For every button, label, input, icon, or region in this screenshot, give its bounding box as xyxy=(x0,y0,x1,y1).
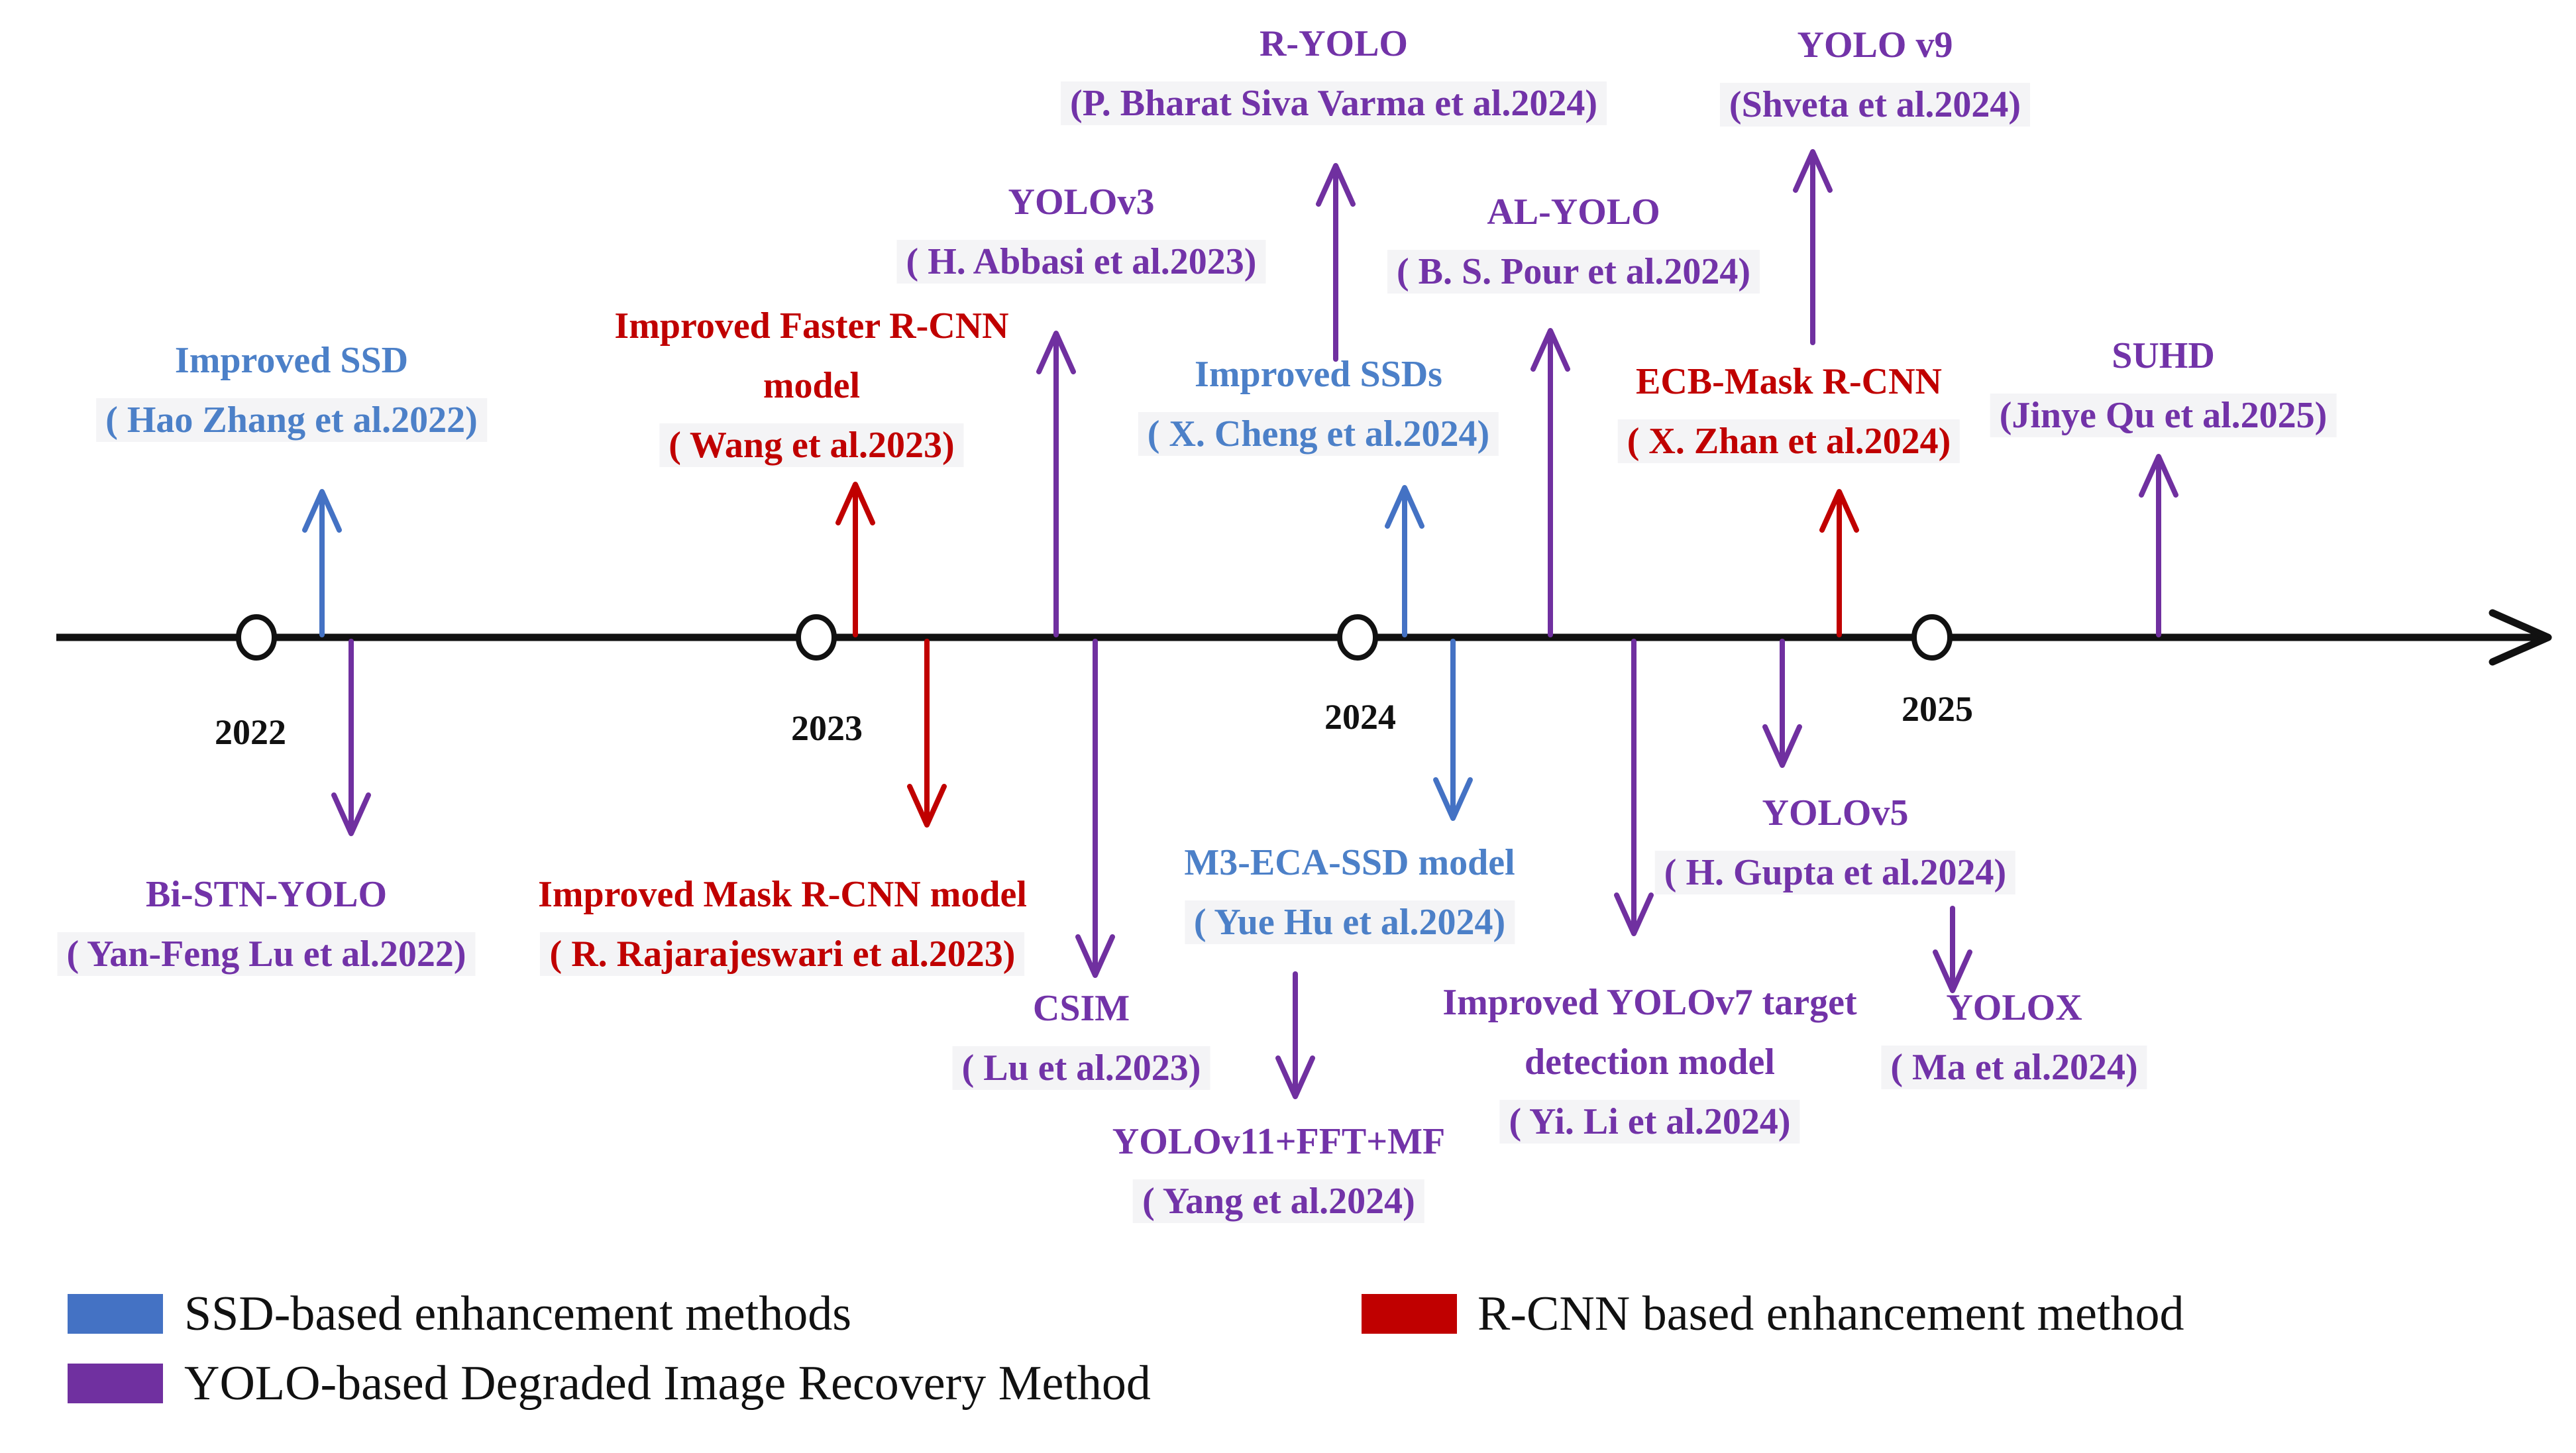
event-improved-ssds: Improved SSDs ( X. Cheng et al.2024) xyxy=(1138,345,1499,464)
legend-label-yolo: YOLO-based Degraded Image Recovery Metho… xyxy=(184,1356,1151,1411)
year-marker-2022 xyxy=(236,614,277,661)
event-citation: ( Ma et al.2024) xyxy=(1881,1038,2147,1097)
event-title: Improved Mask R-CNN model xyxy=(538,874,1027,915)
event-title: Improved SSD xyxy=(174,340,409,381)
event-citation: ( Yan-Feng Lu et al.2022) xyxy=(57,924,476,984)
event-yolox: YOLOX ( Ma et al.2024) xyxy=(1881,978,2147,1097)
arrow-yolov5-down xyxy=(1762,639,1802,768)
event-title: CSIM xyxy=(1032,988,1130,1029)
event-citation: (P. Bharat Siva Varma et al.2024) xyxy=(1061,74,1607,133)
event-citation: ( Hao Zhang et al.2022) xyxy=(96,390,487,450)
year-marker-2023 xyxy=(796,614,837,661)
arrow-improved-ssd-up xyxy=(302,489,342,637)
event-title: YOLO v9 xyxy=(1797,25,1953,66)
event-title: AL-YOLO xyxy=(1487,191,1660,233)
event-citation: ( Yue Hu et al.2024) xyxy=(1184,892,1515,952)
year-label-2025: 2025 xyxy=(1902,689,1973,729)
legend-label-ssd: SSD-based enhancement methods xyxy=(184,1287,851,1341)
legend-swatch-ssd xyxy=(68,1294,163,1334)
event-citation: ( X. Cheng et al.2024) xyxy=(1138,404,1499,464)
event-title: YOLOv3 xyxy=(1008,182,1155,223)
arrow-improved-ssds-up xyxy=(1385,485,1424,637)
event-al-yolo: AL-YOLO ( B. S. Pour et al.2024) xyxy=(1387,182,1760,301)
event-title: YOLOX xyxy=(1946,987,2082,1028)
event-citation: ( X. Zhan et al.2024) xyxy=(1617,411,1960,471)
arrow-bi-stn-yolo-down xyxy=(331,639,371,836)
event-title: Improved YOLOv7 target xyxy=(1442,982,1857,1023)
arrow-yolo-v9-up xyxy=(1793,149,1833,345)
year-marker-2025 xyxy=(1911,614,1953,661)
arrow-ecb-mask-rcnn-up xyxy=(1819,489,1859,637)
arrow-csim-down xyxy=(1075,639,1115,978)
event-title: M3-ECA-SSD model xyxy=(1184,842,1515,883)
event-title-line2: model xyxy=(763,365,861,406)
event-citation: (Jinye Qu et al.2025) xyxy=(1990,386,2337,445)
event-yolov11-fft-mf: YOLOv11+FFT+MF ( Yang et al.2024) xyxy=(1112,1112,1445,1231)
event-citation: ( H. Gupta et al.2024) xyxy=(1654,843,2016,902)
event-citation: ( Yi. Li et al.2024) xyxy=(1442,1092,1856,1152)
event-citation: ( R. Rajarajeswari et al.2023) xyxy=(538,924,1027,984)
event-citation: ( Lu et al.2023) xyxy=(952,1038,1210,1098)
year-label-2023: 2023 xyxy=(791,708,863,748)
event-improved-mask-rcnn: Improved Mask R-CNN model ( R. Rajarajes… xyxy=(538,865,1027,984)
year-marker-2024 xyxy=(1337,614,1378,661)
event-improved-yolov7: Improved YOLOv7 target detection model (… xyxy=(1442,973,1857,1152)
event-title: Bi-STN-YOLO xyxy=(145,874,388,915)
event-citation: ( H. Abbasi et al.2023) xyxy=(896,232,1266,292)
event-citation: (Shveta et al.2024) xyxy=(1719,75,2031,135)
event-citation: ( Wang et al.2023) xyxy=(614,415,1008,475)
event-title: YOLOv5 xyxy=(1762,792,1909,834)
event-title: YOLOv11+FFT+MF xyxy=(1112,1121,1446,1162)
year-label-2022: 2022 xyxy=(215,712,286,752)
event-suhd: SUHD (Jinye Qu et al.2025) xyxy=(1990,326,2337,445)
arrow-suhd-up xyxy=(2139,454,2178,637)
event-title: SUHD xyxy=(2112,335,2215,376)
event-title: Improved Faster R-CNN xyxy=(614,305,1009,347)
arrow-yolov11-fft-mf-down xyxy=(1275,971,1315,1099)
event-title: Improved SSDs xyxy=(1195,354,1442,395)
timeline-axis-arrowhead-icon xyxy=(2489,609,2552,666)
event-title: R-YOLO xyxy=(1259,23,1408,64)
event-r-yolo: R-YOLO (P. Bharat Siva Varma et al.2024) xyxy=(1061,14,1607,133)
event-yolov3: YOLOv3 ( H. Abbasi et al.2023) xyxy=(896,172,1266,292)
arrow-r-yolo-up xyxy=(1316,163,1356,362)
event-yolo-v9: YOLO v9 (Shveta et al.2024) xyxy=(1719,15,2031,135)
arrow-al-yolo-up xyxy=(1530,328,1570,637)
arrow-improved-faster-rcnn-up xyxy=(835,482,875,637)
legend-label-rcnn: R-CNN based enhancement method xyxy=(1477,1287,2184,1341)
event-title-line2: detection model xyxy=(1525,1042,1775,1083)
arrow-yolov3-up xyxy=(1036,331,1076,637)
event-citation: ( B. S. Pour et al.2024) xyxy=(1387,242,1760,301)
event-citation: ( Yang et al.2024) xyxy=(1112,1171,1445,1231)
legend-swatch-rcnn xyxy=(1362,1294,1457,1334)
event-improved-faster-rcnn: Improved Faster R-CNN model ( Wang et al… xyxy=(614,296,1009,475)
event-title: ECB-Mask R-CNN xyxy=(1635,361,1942,402)
event-bi-stn-yolo: Bi-STN-YOLO ( Yan-Feng Lu et al.2022) xyxy=(57,865,476,984)
year-label-2024: 2024 xyxy=(1324,697,1396,737)
event-ecb-mask-rcnn: ECB-Mask R-CNN ( X. Zhan et al.2024) xyxy=(1617,352,1960,471)
arrow-m3-eca-ssd-down xyxy=(1433,639,1473,821)
arrow-improved-mask-rcnn-down xyxy=(907,639,947,828)
arrow-yolox-down xyxy=(1933,906,1972,993)
event-improved-ssd: Improved SSD ( Hao Zhang et al.2022) xyxy=(96,331,487,450)
arrow-improved-yolov7-down xyxy=(1614,639,1654,936)
event-csim: CSIM ( Lu et al.2023) xyxy=(952,979,1210,1098)
event-m3-eca-ssd: M3-ECA-SSD model ( Yue Hu et al.2024) xyxy=(1184,833,1515,952)
event-yolov5: YOLOv5 ( H. Gupta et al.2024) xyxy=(1654,783,2016,902)
legend-swatch-yolo xyxy=(68,1364,163,1403)
